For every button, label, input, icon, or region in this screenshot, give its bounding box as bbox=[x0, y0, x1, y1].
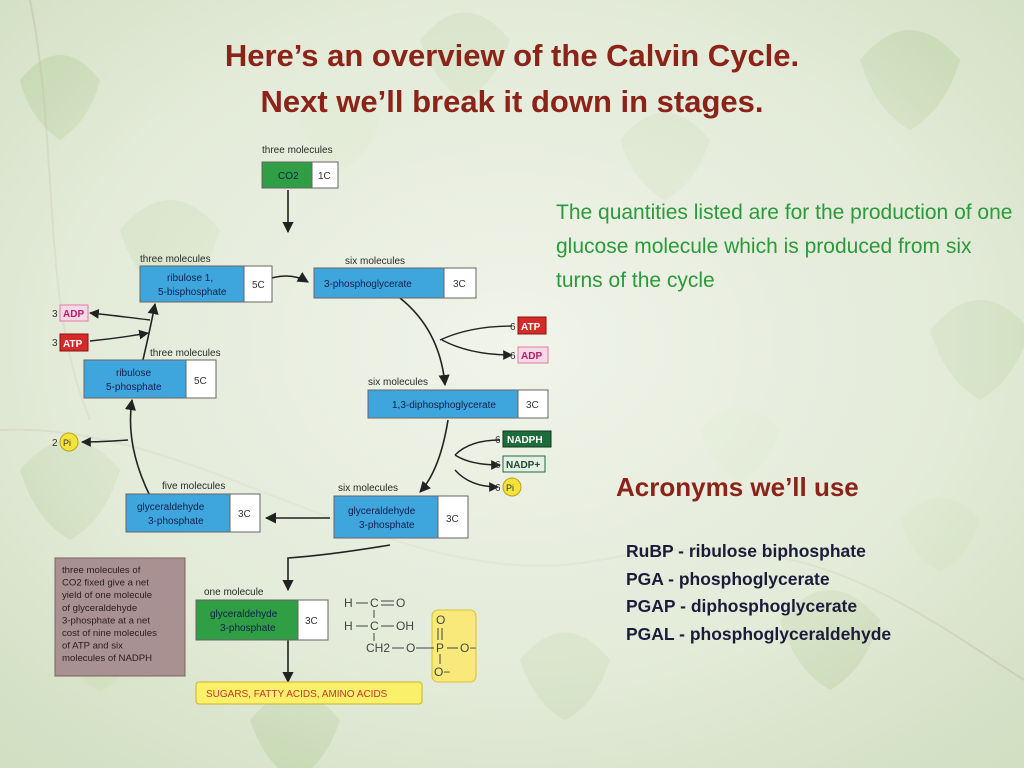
rubp-box bbox=[139, 265, 245, 303]
pgal5-line2: 3-phosphate bbox=[148, 516, 204, 527]
caption-line: molecules of NADPH bbox=[62, 653, 152, 664]
svg-text:OH: OH bbox=[396, 619, 414, 633]
svg-text:O: O bbox=[396, 596, 405, 610]
caption-line: yield of one molecule bbox=[62, 590, 152, 601]
atp-left-badge bbox=[59, 333, 89, 352]
pgal1-qty-label: one molecule bbox=[204, 587, 264, 598]
svg-text:O−: O− bbox=[460, 641, 476, 655]
g3p-structure: H C O H C OH CH2 O P O− O O− bbox=[344, 596, 476, 679]
svg-text:C: C bbox=[370, 596, 379, 610]
acronym-rubp: RuBP - ribulose biphosphate bbox=[626, 541, 866, 561]
co2-carbons: 1C bbox=[318, 171, 331, 182]
pga-box bbox=[313, 267, 445, 299]
ru5p-qty-label: three molecules bbox=[150, 348, 221, 359]
svg-text:O: O bbox=[406, 641, 415, 655]
nadph-label: NADPH bbox=[507, 435, 543, 446]
pgal1-line1: glyceraldehyde bbox=[210, 609, 278, 620]
ru5p-line1: ribulose bbox=[116, 368, 151, 379]
ru5p-line2: 5-phosphate bbox=[106, 382, 162, 393]
ru5p-carbons: 5C bbox=[194, 376, 207, 387]
acronym-pgap: PGAP - diphosphoglycerate bbox=[626, 596, 858, 616]
pgap-name: 1,3-diphosphoglycerate bbox=[392, 400, 496, 411]
pi-right-count: 6 bbox=[495, 483, 501, 494]
svg-text:C: C bbox=[370, 619, 379, 633]
nadp-count: 6 bbox=[495, 460, 501, 471]
pgal1-box bbox=[195, 599, 299, 641]
pgal1-carbons: 3C bbox=[305, 616, 318, 627]
svg-text:H: H bbox=[344, 619, 353, 633]
svg-text:H: H bbox=[344, 596, 353, 610]
caption-line: three molecules of bbox=[62, 565, 141, 576]
adp-right-count: 6 bbox=[510, 351, 516, 362]
svg-text:CH2: CH2 bbox=[366, 641, 390, 655]
svg-text:O−: O− bbox=[434, 665, 450, 679]
rubp-carbons: 5C bbox=[252, 280, 265, 291]
caption-line: cost of nine molecules bbox=[62, 628, 157, 639]
quantity-note: The quantities listed are for the produc… bbox=[556, 201, 1013, 292]
pgal5-box bbox=[125, 493, 231, 533]
acronyms-list: RuBP - ribulose biphosphate PGA - phosph… bbox=[626, 538, 891, 648]
products-label: SUGARS, FATTY ACIDS, AMINO ACIDS bbox=[206, 689, 388, 700]
adp-left-badge bbox=[59, 304, 89, 322]
pgal5-line1: glyceraldehyde bbox=[137, 502, 205, 513]
atp-right-count: 6 bbox=[510, 322, 516, 333]
nadph-badge bbox=[502, 430, 552, 448]
atp-left-label: ATP bbox=[63, 339, 83, 350]
pga-qty-label: six molecules bbox=[345, 256, 405, 267]
ru5p-box bbox=[83, 359, 187, 399]
rubp-line1: ribulose 1, bbox=[167, 273, 213, 284]
acronym-pga: PGA - phosphoglycerate bbox=[626, 568, 830, 589]
pi-left-label: Pi bbox=[63, 438, 71, 448]
nadph-count: 6 bbox=[495, 435, 501, 446]
nadp-label: NADP+ bbox=[506, 460, 540, 471]
caption-text: three molecules of CO2 fixed give a netyi… bbox=[62, 565, 157, 664]
pgap-qty-label: six molecules bbox=[368, 377, 428, 388]
rubp-qty-label: three molecules bbox=[140, 254, 211, 265]
svg-text:O: O bbox=[436, 613, 445, 627]
pgap-box bbox=[367, 389, 519, 419]
pga-name: 3-phosphoglycerate bbox=[324, 279, 412, 290]
slide-title-line-1: Here’s an overview of the Calvin Cycle. bbox=[224, 38, 800, 73]
phosphate-highlight bbox=[431, 609, 477, 683]
pgal6-carbons: 3C bbox=[446, 514, 459, 525]
pgal6-qty-label: six molecules bbox=[338, 483, 398, 494]
caption-line: 3-phosphate at a net bbox=[62, 615, 150, 626]
adp-right-badge bbox=[517, 346, 549, 364]
pgal6-line1: glyceraldehyde bbox=[348, 506, 416, 517]
pgal6-line2: 3-phosphate bbox=[359, 520, 415, 531]
pi-right-label: Pi bbox=[506, 483, 514, 493]
pi-left-count: 2 bbox=[52, 438, 58, 449]
caption-line: CO2 fixed give a net bbox=[62, 578, 149, 589]
pgal5-qty-label: five molecules bbox=[162, 481, 225, 492]
pgal6-box bbox=[333, 495, 439, 539]
pga-carbons: 3C bbox=[453, 279, 466, 290]
slide-title-line-2: Next we’ll break it down in stages. bbox=[260, 84, 764, 119]
atp-right-badge bbox=[517, 316, 547, 335]
pi-right-circle bbox=[502, 477, 522, 497]
svg-text:P: P bbox=[436, 641, 444, 655]
atp-right-label: ATP bbox=[521, 322, 541, 333]
products-box bbox=[195, 681, 423, 705]
atp-left-count: 3 bbox=[52, 338, 58, 349]
rubp-line2: 5-bisphosphate bbox=[158, 287, 227, 298]
caption-line: of ATP and six bbox=[62, 641, 123, 652]
co2-qty-label: three molecules bbox=[262, 145, 333, 156]
pgap-carbons: 3C bbox=[526, 400, 539, 411]
pi-left-circle bbox=[59, 432, 79, 452]
pgal5-carbons: 3C bbox=[238, 509, 251, 520]
acronym-pgal: PGAL - phosphoglyceraldehyde bbox=[626, 623, 892, 644]
side-arrows bbox=[81, 309, 513, 492]
acronyms-title: Acronyms we’ll use bbox=[616, 472, 859, 502]
adp-left-label: ADP bbox=[63, 309, 84, 320]
caption-line: of glyceraldehyde bbox=[62, 603, 137, 614]
co2-name: CO2 bbox=[278, 171, 299, 182]
pgal1-line2: 3-phosphate bbox=[220, 623, 276, 634]
co2-box bbox=[261, 161, 313, 189]
adp-left-count: 3 bbox=[52, 309, 58, 320]
nadp-badge bbox=[502, 455, 546, 473]
caption-box bbox=[54, 557, 186, 677]
adp-right-label: ADP bbox=[521, 351, 542, 362]
